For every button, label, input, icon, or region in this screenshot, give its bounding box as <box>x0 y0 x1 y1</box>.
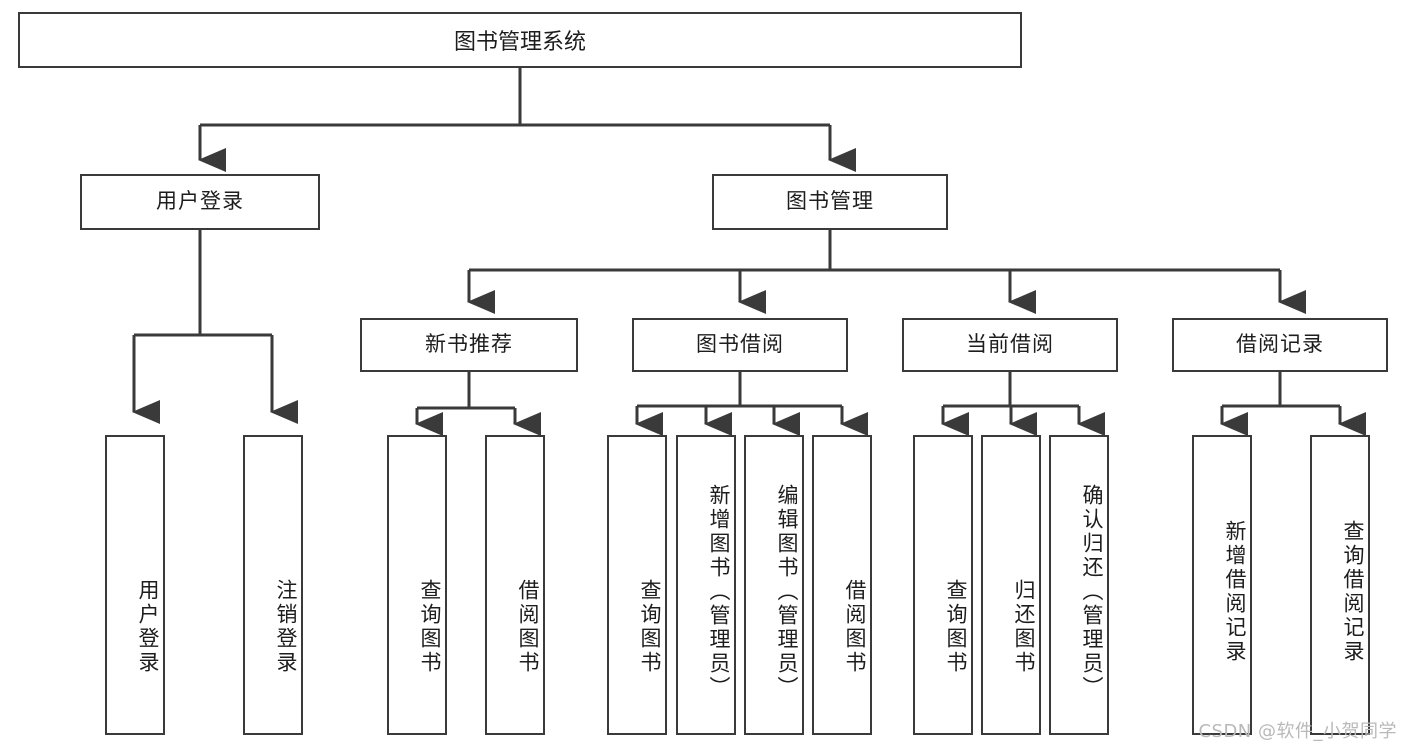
node-root-label: 图书管理系统 <box>453 30 586 55</box>
node-leaf-logout-label: 注销登录 <box>274 579 298 675</box>
node-leaf-user-login[interactable]: 用户登录 <box>105 435 165 735</box>
node-leaf-query-book-1-label: 查询图书 <box>418 579 442 675</box>
node-leaf-return-book-label: 归还图书 <box>1012 579 1036 675</box>
node-book-manage[interactable]: 图书管理 <box>712 174 948 230</box>
node-borrow-record[interactable]: 借阅记录 <box>1172 318 1388 372</box>
node-new-book-recommend[interactable]: 新书推荐 <box>360 318 578 372</box>
node-leaf-edit-book[interactable]: 编辑图书（管理员） <box>744 435 804 735</box>
node-leaf-add-book[interactable]: 新增图书（管理员） <box>676 435 736 735</box>
node-leaf-add-book-label: 新增图书（管理员） <box>707 484 731 700</box>
node-leaf-query-record[interactable]: 查询借阅记录 <box>1310 435 1370 735</box>
node-leaf-query-record-label: 查询借阅记录 <box>1341 520 1365 664</box>
node-leaf-confirm-return-label: 确认归还（管理员） <box>1080 484 1104 700</box>
node-book-borrow-label: 图书借阅 <box>696 332 784 357</box>
node-leaf-user-login-label: 用户登录 <box>136 579 160 675</box>
node-root[interactable]: 图书管理系统 <box>18 12 1022 68</box>
node-leaf-borrow-book-1[interactable]: 借阅图书 <box>485 435 545 735</box>
node-leaf-add-record[interactable]: 新增借阅记录 <box>1192 435 1252 735</box>
node-leaf-borrow-book-1-label: 借阅图书 <box>516 579 540 675</box>
node-leaf-query-book-2[interactable]: 查询图书 <box>607 435 667 735</box>
node-user-login-label: 用户登录 <box>156 189 244 214</box>
node-current-borrow-label: 当前借阅 <box>966 332 1054 357</box>
node-leaf-query-book-3-label: 查询图书 <box>944 579 968 675</box>
node-leaf-query-book-1[interactable]: 查询图书 <box>387 435 447 735</box>
node-leaf-query-book-2-label: 查询图书 <box>638 579 662 675</box>
node-book-borrow[interactable]: 图书借阅 <box>632 318 848 372</box>
node-leaf-borrow-book-2[interactable]: 借阅图书 <box>812 435 872 735</box>
node-new-book-recommend-label: 新书推荐 <box>425 332 513 357</box>
node-borrow-record-label: 借阅记录 <box>1236 332 1324 357</box>
node-leaf-add-record-label: 新增借阅记录 <box>1223 520 1247 664</box>
node-leaf-query-book-3[interactable]: 查询图书 <box>913 435 973 735</box>
node-leaf-confirm-return[interactable]: 确认归还（管理员） <box>1049 435 1109 735</box>
node-leaf-return-book[interactable]: 归还图书 <box>981 435 1041 735</box>
node-user-login[interactable]: 用户登录 <box>80 174 320 230</box>
node-book-manage-label: 图书管理 <box>786 189 874 214</box>
watermark-text: CSDN @软件_小贺同学 <box>1198 721 1397 742</box>
node-leaf-logout[interactable]: 注销登录 <box>243 435 303 735</box>
node-leaf-borrow-book-2-label: 借阅图书 <box>843 579 867 675</box>
node-current-borrow[interactable]: 当前借阅 <box>902 318 1118 372</box>
node-leaf-edit-book-label: 编辑图书（管理员） <box>775 484 799 700</box>
